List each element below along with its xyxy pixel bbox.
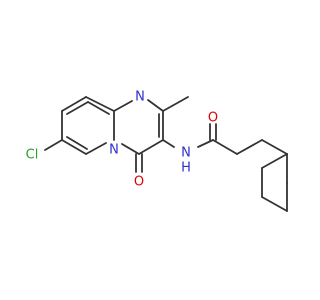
bond: [87, 101, 110, 115]
imine-nitrogen-label: N: [135, 90, 145, 105]
bond: [261, 196, 288, 212]
bond: [261, 139, 288, 155]
bond: [66, 136, 88, 150]
bond: [236, 139, 263, 155]
bond: [197, 139, 214, 148]
bond: [85, 96, 115, 112]
amide-nitrogen-label: N: [181, 146, 191, 161]
chlorine-label: Cl: [26, 148, 39, 163]
bond: [113, 100, 133, 112]
bond: [61, 139, 87, 155]
bond: [44, 139, 63, 151]
amide-oxygen-label: O: [208, 111, 218, 126]
amide-hydrogen-label: H: [181, 161, 191, 176]
atom-labels: Cl N N O N H O: [26, 90, 218, 190]
bond: [66, 101, 89, 115]
molecule-canvas: Cl N N O N H O: [26, 90, 288, 212]
bond: [162, 139, 175, 148]
bond: [147, 99, 164, 112]
bond: [61, 96, 87, 112]
bond: [121, 143, 140, 155]
bond: [261, 153, 288, 169]
bonds: [44, 96, 288, 212]
ketone-oxygen-label: O: [134, 175, 144, 190]
ring-nitrogen-label: N: [109, 143, 119, 158]
bond: [85, 142, 107, 155]
bond: [212, 139, 238, 155]
bond: [162, 96, 189, 112]
bond: [138, 139, 164, 155]
structure-diagram: Cl N N O N H O: [26, 90, 288, 212]
